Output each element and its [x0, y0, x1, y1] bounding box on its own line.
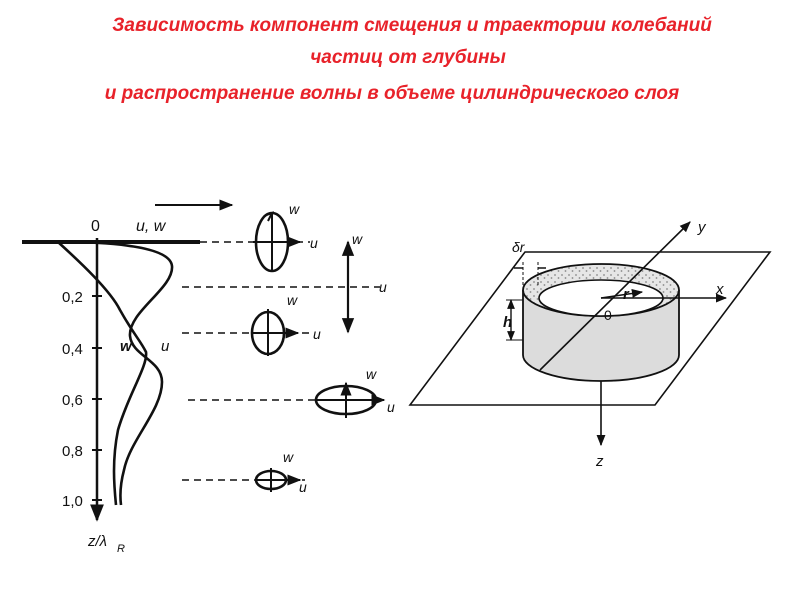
w-curve-label: w: [120, 338, 133, 355]
orbit-w-label: w: [352, 231, 363, 247]
radius-label: r: [623, 286, 630, 303]
w-curve: [57, 241, 148, 506]
depth-tick-label: 1,0: [62, 493, 83, 510]
orbit-u-label: u: [387, 399, 395, 415]
u-curve-label: u: [161, 338, 170, 355]
half-space-plane: [408, 251, 772, 406]
title-line-3: и распространение волны в объеме цилиндр…: [104, 83, 680, 104]
orbit-u-label: u: [313, 326, 321, 342]
orbit-u-label: u: [379, 279, 387, 295]
title-line-1: Зависимость компонент смещения и траекто…: [112, 15, 712, 36]
depth-tick-label: 0,4: [62, 341, 83, 358]
uw-label: u, w: [136, 218, 167, 235]
title-line-2: частиц от глубины: [310, 47, 506, 68]
y-axis-label: y: [697, 219, 707, 236]
thickness-label: δr: [512, 239, 526, 255]
orbit-u-label: u: [310, 235, 318, 251]
orbit-w-label: w: [283, 449, 294, 465]
orbit-w-label: w: [287, 292, 298, 308]
height-label: h: [503, 314, 512, 331]
level-lines: [182, 241, 384, 481]
depth-profile: [22, 199, 234, 522]
u-curve: [57, 240, 174, 506]
radius-arrow: [600, 289, 644, 299]
depth-tick-label: 0,8: [62, 443, 83, 460]
depth-tick-label: 0,2: [62, 289, 83, 306]
orbit-u-label: u: [299, 479, 307, 495]
origin-label: 0: [604, 307, 612, 323]
depth-axis-label: z/λ: [87, 533, 107, 550]
particle-orbits: [250, 211, 386, 492]
cylinder-diagram: [408, 221, 772, 447]
orbit-w-label: w: [289, 201, 300, 217]
z-axis-label: z: [595, 453, 604, 470]
orbit-w-label: w: [366, 366, 377, 382]
zero-label: 0: [91, 218, 100, 235]
x-axis-label: x: [715, 281, 724, 298]
depth-tick-label: 0,6: [62, 392, 83, 409]
depth-axis-subscript: R: [117, 543, 125, 555]
